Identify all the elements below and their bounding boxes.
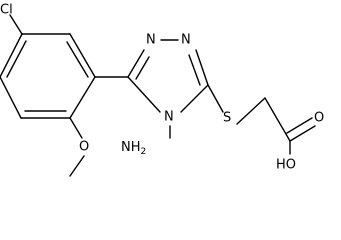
atom-label-triazole-n2: N <box>181 33 191 48</box>
atom-label-hydroxyl: HO <box>276 158 296 173</box>
bond-c3-o <box>69 117 83 139</box>
bond-c5-n1 <box>127 49 145 78</box>
atom-labels: Cl N N N NH2 O S O HO <box>0 3 324 173</box>
bond-ring-c5-c6-inner <box>6 40 27 78</box>
atom-label-carbonyl-o: O <box>314 111 324 126</box>
bond-c3-n4 <box>180 84 209 113</box>
bond-ring-c5-c6 <box>0 33 23 78</box>
bond-c6-cl <box>9 14 23 35</box>
bond-c5-n1-inner <box>135 56 150 80</box>
atom-label-amino-nh: NH <box>121 140 141 155</box>
bond-n2-c3-inner <box>188 54 201 86</box>
bond-o-methyl <box>69 155 85 177</box>
atom-label-amino-subscript: 2 <box>141 147 147 157</box>
bond-ring-c1-c2-inner <box>66 41 89 78</box>
bond-s-ch2 <box>236 97 266 125</box>
atom-label-methoxy-o: O <box>79 140 89 155</box>
bond-c-carbonyl-o-b <box>286 117 313 134</box>
atom-label-chlorine: Cl <box>0 3 13 18</box>
bond-ring-c2-c3 <box>69 76 96 119</box>
bond-c-carbonyl-o-a <box>289 125 316 142</box>
bond-ch2-cooh <box>264 97 291 142</box>
bond-n2-c3 <box>195 49 209 86</box>
bond-c3-s <box>207 84 224 113</box>
atom-label-triazole-n4: N <box>164 110 174 125</box>
structure-diagram: Cl N N N NH2 O S O HO <box>0 3 324 177</box>
bond-ring-c1-c2 <box>69 33 96 78</box>
atom-label-triazole-n1: N <box>146 33 156 48</box>
atom-label-thioether-s: S <box>223 111 231 126</box>
bond-n4-c5 <box>127 76 161 113</box>
atom-label-amino: NH2 <box>121 140 146 157</box>
bond-ring-c4-c5 <box>0 76 22 119</box>
bonds <box>0 14 316 177</box>
